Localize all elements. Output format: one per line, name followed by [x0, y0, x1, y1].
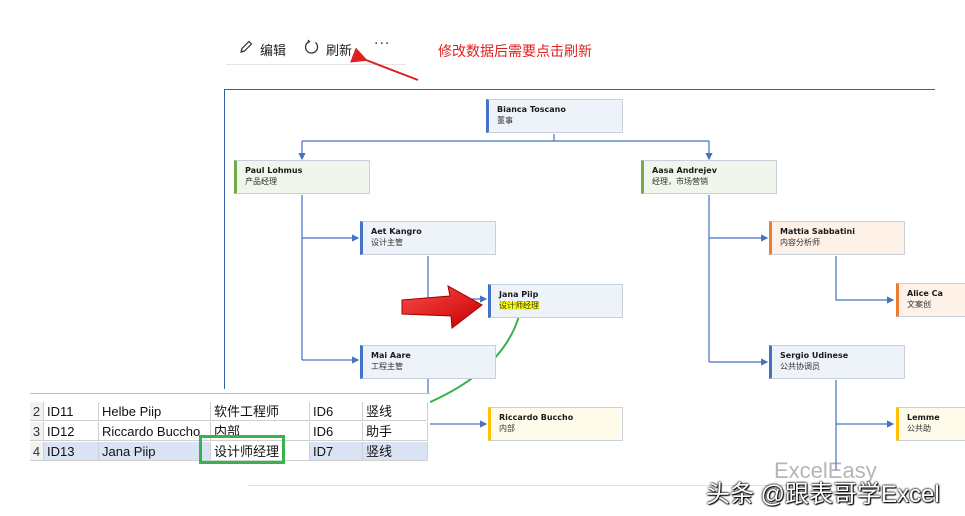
chart-frame-left: [224, 89, 225, 389]
toolbar-divider: [226, 64, 406, 65]
bottom-divider: [248, 485, 798, 486]
cell-name[interactable]: Helbe Piip: [99, 402, 211, 421]
node-name: Alice Ca: [907, 289, 943, 298]
edited-cell-highlight: [199, 435, 285, 464]
org-node-mattia-sabbatini[interactable]: Mattia Sabbatini 内容分析师: [769, 221, 905, 255]
spreadsheet-table: 2 ID11 Helbe Piip 软件工程师 ID6 竖线 3 ID12 Ri…: [30, 393, 430, 465]
cell-id[interactable]: ID12: [44, 422, 99, 441]
cell-title[interactable]: 设计师经理: [211, 442, 310, 461]
cell-manager[interactable]: ID7: [310, 442, 363, 461]
node-title: 内容分析师: [780, 238, 820, 247]
refresh-icon: [304, 39, 320, 59]
cell-manager[interactable]: ID6: [310, 422, 363, 441]
more-options-button[interactable]: ···: [374, 36, 391, 52]
table-row-selected[interactable]: 4 ID13 Jana Piip 设计师经理 ID7 竖线: [30, 442, 428, 461]
org-node-lemme[interactable]: Lemme 公共助: [896, 407, 965, 441]
node-name: Riccardo Buccho: [499, 413, 574, 422]
node-name: Lemme: [907, 413, 940, 422]
node-name: Aet Kangro: [371, 227, 422, 236]
cell-shape[interactable]: 助手: [363, 422, 428, 441]
edit-label: 编辑: [260, 43, 287, 59]
refresh-label: 刷新: [326, 43, 353, 59]
node-title: 设计主管: [371, 238, 403, 247]
node-name: Bianca Toscano: [497, 105, 566, 114]
annotation-note: 修改数据后需要点击刷新: [438, 44, 592, 60]
watermark-faint: ExcelEasy: [774, 458, 877, 483]
org-node-sergio-udinese[interactable]: Sergio Udinese 公共协调员: [769, 345, 905, 379]
node-title-highlighted: 设计师经理: [499, 301, 539, 310]
cell-manager[interactable]: ID6: [310, 402, 363, 421]
pencil-icon: [238, 39, 254, 59]
node-title: 产品经理: [245, 177, 277, 186]
node-title: 文案创: [907, 300, 931, 309]
node-name: Aasa Andrejev: [652, 166, 717, 175]
node-name: Mai Aare: [371, 351, 411, 360]
org-node-mai-aare[interactable]: Mai Aare 工程主管: [360, 345, 496, 379]
node-name: Jana Piip: [499, 290, 539, 299]
node-title: 经理，市场营销: [652, 177, 708, 186]
edit-button[interactable]: 编辑: [238, 38, 286, 60]
org-node-aasa-andrejev[interactable]: Aasa Andrejev 经理，市场营销: [641, 160, 777, 194]
cell-title[interactable]: 软件工程师: [211, 402, 310, 421]
chart-frame-top: [224, 89, 935, 90]
org-node-alice[interactable]: Alice Ca 文案创: [896, 283, 965, 317]
table-row[interactable]: 3 ID12 Riccardo Buccho 内部 ID6 助手: [30, 422, 428, 441]
refresh-button[interactable]: 刷新: [304, 38, 352, 60]
node-name: Mattia Sabbatini: [780, 227, 855, 236]
row-number: 2: [30, 402, 44, 421]
node-title: 内部: [499, 424, 515, 433]
row-number: 4: [30, 442, 44, 461]
node-title: 公共助: [907, 424, 931, 433]
row-number: 3: [30, 422, 44, 441]
org-node-paul-lohmus[interactable]: Paul Lohmus 产品经理: [234, 160, 370, 194]
cell-shape[interactable]: 竖线: [363, 402, 428, 421]
node-title: 工程主管: [371, 362, 403, 371]
cell-name[interactable]: Jana Piip: [99, 442, 211, 461]
cell-id[interactable]: ID11: [44, 402, 99, 421]
org-node-jana-piip[interactable]: Jana Piip 设计师经理: [488, 284, 623, 318]
cell-shape[interactable]: 竖线: [363, 442, 428, 461]
node-name: Sergio Udinese: [780, 351, 849, 360]
watermark-credit: 头条 @跟表哥学Excel: [706, 481, 940, 508]
org-node-aet-kangro[interactable]: Aet Kangro 设计主管: [360, 221, 496, 255]
node-title: 公共协调员: [780, 362, 820, 371]
table-row[interactable]: 2 ID11 Helbe Piip 软件工程师 ID6 竖线: [30, 402, 428, 421]
org-node-riccardo-buccho[interactable]: Riccardo Buccho 内部: [488, 407, 623, 441]
org-node-bianca-toscano[interactable]: Bianca Toscano 董事: [486, 99, 623, 133]
cell-name[interactable]: Riccardo Buccho: [99, 422, 211, 441]
cell-id[interactable]: ID13: [44, 442, 99, 461]
node-title: 董事: [497, 116, 513, 125]
node-name: Paul Lohmus: [245, 166, 303, 175]
